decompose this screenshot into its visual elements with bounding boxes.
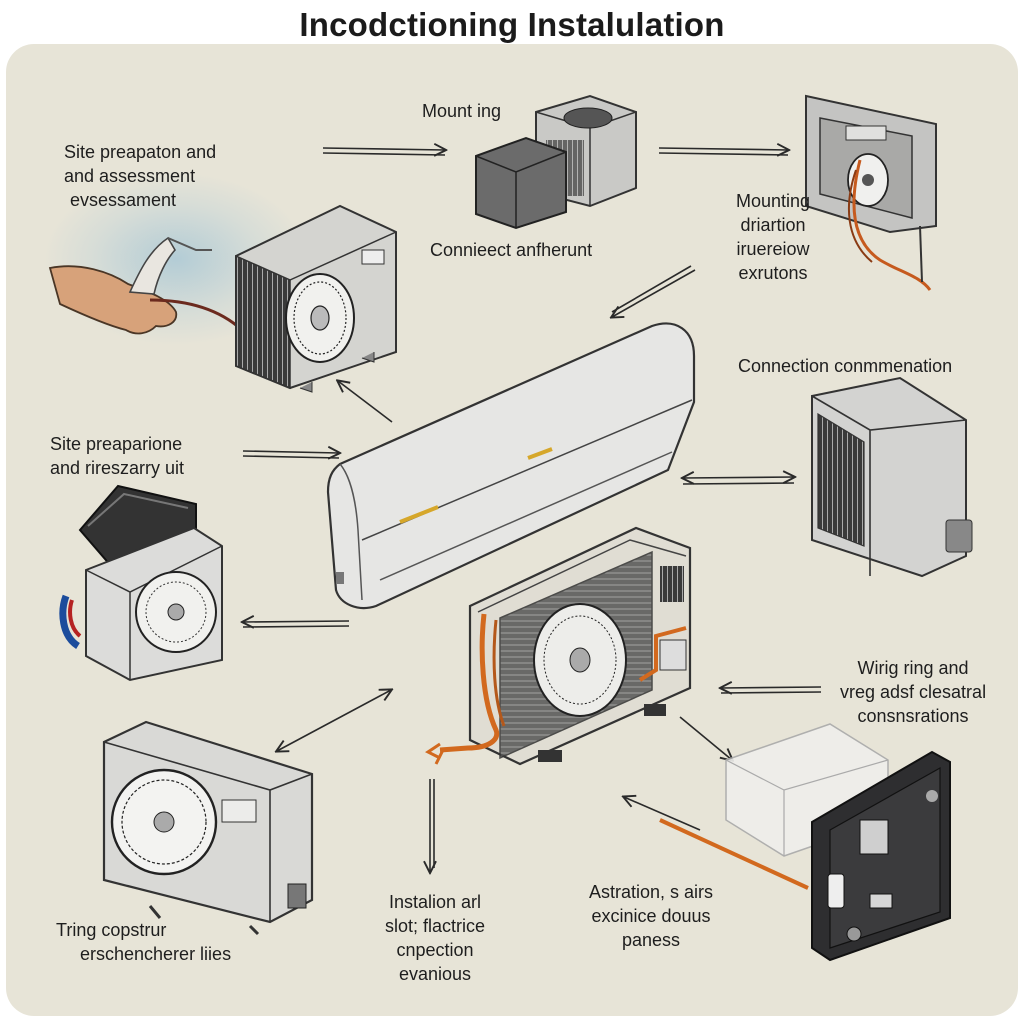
label-astration: Astration, s airs excinice douus paness	[588, 882, 714, 950]
outdoor-unit-testing	[102, 720, 314, 936]
arrow-down-install	[430, 779, 434, 872]
outdoor-unit-site-unit	[59, 484, 223, 682]
arrow-up-to-outdoor	[338, 381, 393, 423]
label-connect: Connieect anfherunt	[430, 240, 593, 260]
flow-arrows	[242, 148, 822, 872]
arrow-site-to-mount	[322, 148, 445, 155]
hand-tool-illustration	[48, 236, 244, 335]
label-mounting-top: Mount ing	[422, 101, 502, 121]
arrow-double-right	[683, 477, 794, 485]
outdoor-unit-site-prep	[235, 204, 397, 393]
outdoor-unit-central	[425, 526, 692, 766]
arrow-down-left-to-indoor	[612, 265, 696, 317]
label-site-preparation-unit: Site preaparione and rireszarry uit	[50, 434, 185, 478]
label-installation: Instalion arl slot; flactrice cnpection …	[384, 892, 486, 984]
label-site-preparation: Site preapaton and and assessment evsess…	[64, 142, 217, 210]
indoor-split-unit	[326, 322, 696, 610]
arrow-site-unit-right	[242, 451, 339, 458]
diagram-title: Incodctioning Instalulation	[299, 6, 725, 43]
arrow-mount-to-panel	[658, 148, 788, 155]
outdoor-unit-connection	[811, 376, 973, 578]
arrow-diagonal-double	[277, 690, 391, 751]
electrical-box-assembly	[659, 723, 951, 962]
label-testing: Tring copstrur erschencherer liies	[56, 920, 232, 964]
arrow-down-right	[679, 716, 732, 760]
arrow-up-left	[624, 797, 701, 831]
label-wiring: Wirig ring and vreg adsf clesatral consn…	[840, 658, 987, 726]
arrow-left-to-unit	[243, 621, 350, 627]
label-mounting-right: Mounting driartion iruereiow exrutons	[736, 191, 811, 283]
electrical-panel-unit	[805, 94, 937, 291]
arrow-wiring-left	[721, 687, 822, 693]
label-connection-communication: Connection conmmenation	[738, 356, 953, 376]
mounting-units	[475, 94, 637, 230]
